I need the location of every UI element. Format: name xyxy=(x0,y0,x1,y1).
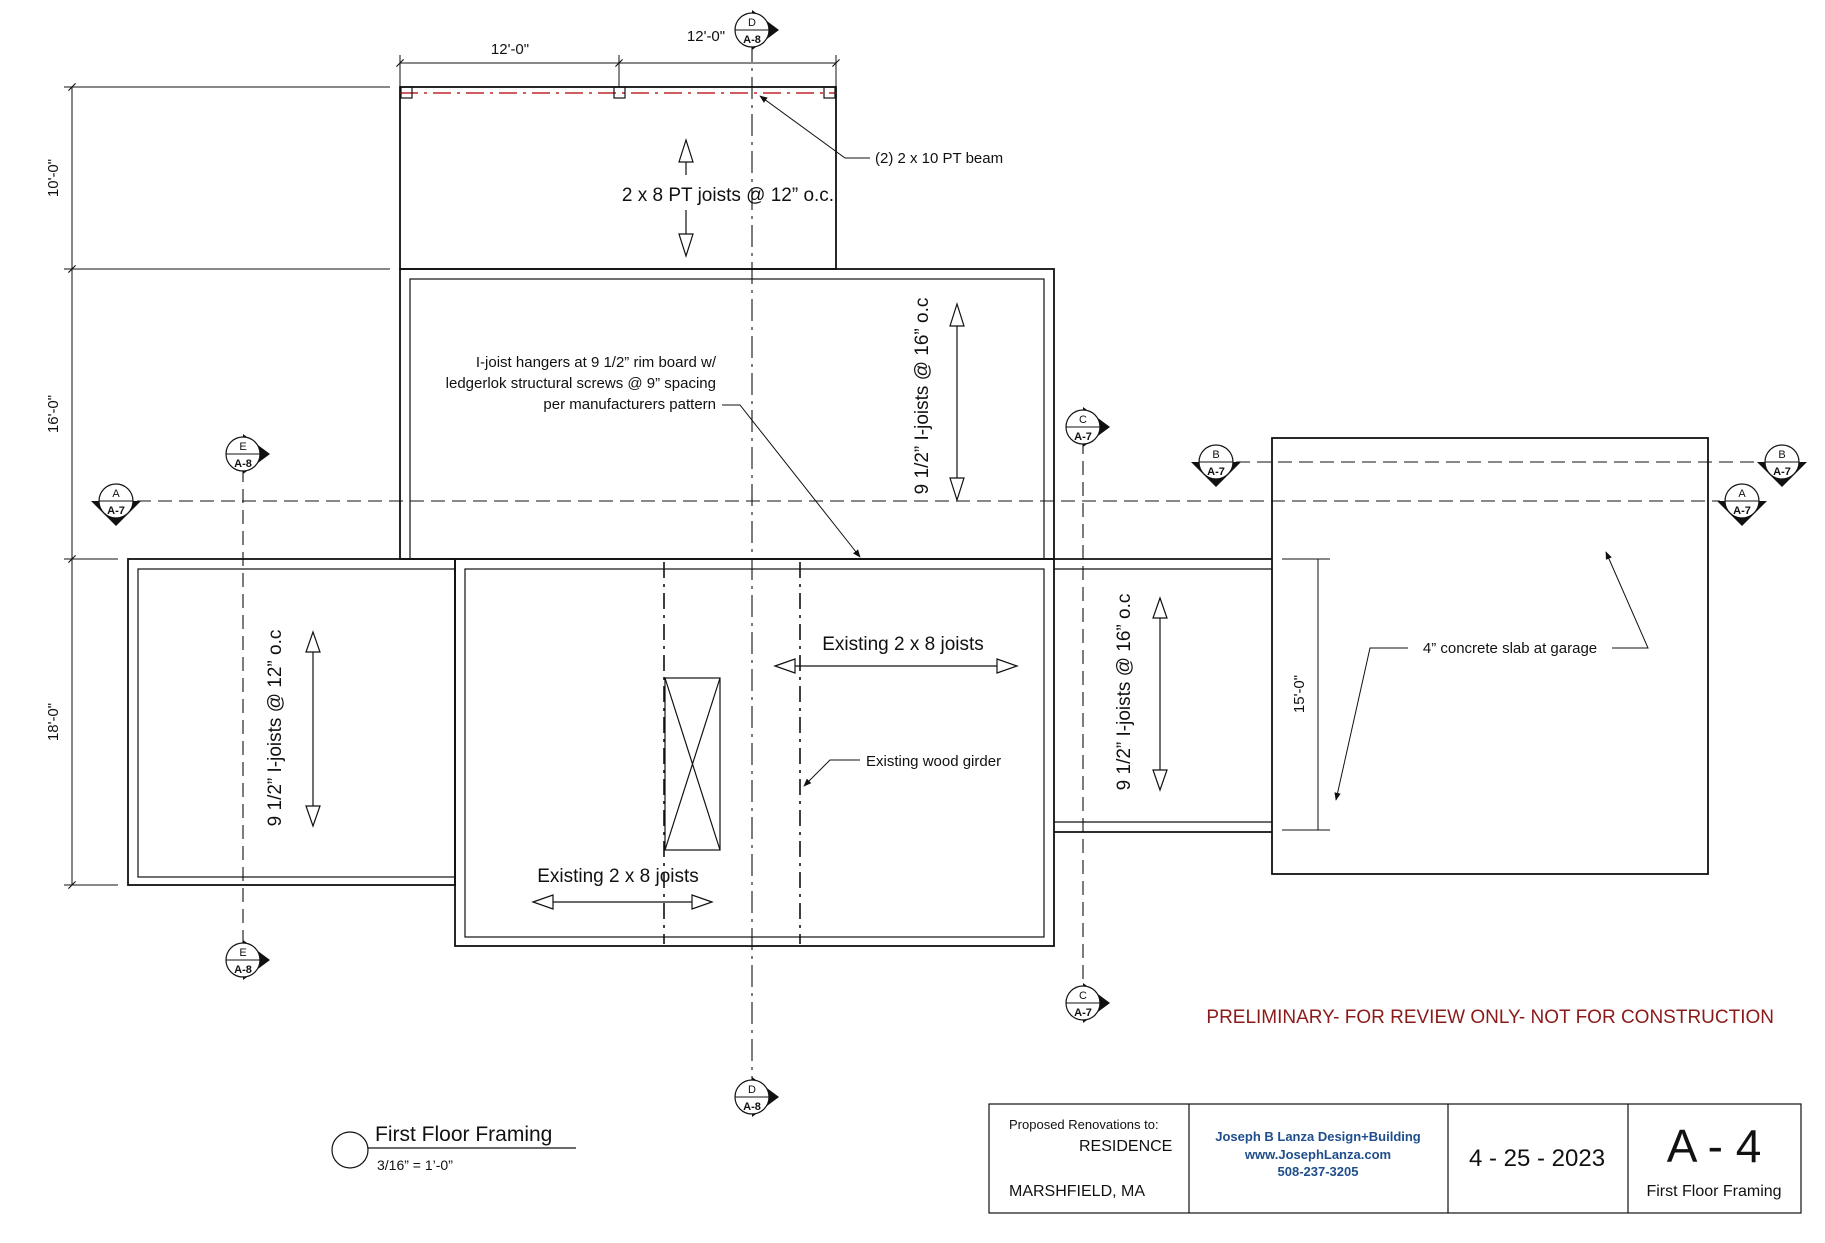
section-tag-letter: E xyxy=(239,441,246,453)
section-tag-letter: D xyxy=(748,17,756,29)
section-tag-c: C A-7 xyxy=(1065,407,1110,447)
beam-post xyxy=(823,86,836,99)
connector-joist-label: 9 1/2” I-joists @ 16” o.c xyxy=(1114,594,1135,791)
beam-note-text: (2) 2 x 10 PT beam xyxy=(875,150,1003,167)
preliminary-notice: PRELIMINARY- FOR REVIEW ONLY- NOT FOR CO… xyxy=(1206,1007,1774,1028)
connector-wing xyxy=(1054,558,1272,833)
sheet-date: 4 - 25 - 2023 xyxy=(1469,1145,1605,1172)
section-tag-c: C A-7 xyxy=(1065,983,1110,1023)
addition-joist-arrow xyxy=(949,302,965,502)
section-tag-e: E A-8 xyxy=(225,434,270,474)
section-tag-sheet: A-7 xyxy=(1207,466,1225,478)
left-joist-label: 9 1/2” I-joists @ 12” o.c xyxy=(265,630,286,827)
girder-note-text: Existing wood girder xyxy=(866,753,1001,770)
section-tag-sheet: A-8 xyxy=(743,34,761,46)
section-tag-sheet: A-7 xyxy=(1733,505,1751,517)
sheet-number: A - 4 xyxy=(1667,1120,1762,1172)
dim-top-right: 12'-0" xyxy=(687,28,725,45)
section-tag-letter: E xyxy=(239,947,246,959)
section-tags: DA-8EA-8AA-7CA-7BA-7BA-7AA-7EA-8CA-7DA-8 xyxy=(91,10,1807,1117)
beam-note: (2) 2 x 10 PT beam xyxy=(759,95,1003,167)
section-tag-letter: C xyxy=(1079,414,1087,426)
garage-dimension: 15'-0" xyxy=(1282,558,1330,831)
dim-top-left: 12'-0" xyxy=(491,41,529,58)
section-tag-letter: D xyxy=(748,1084,756,1096)
chimney xyxy=(664,677,721,851)
section-tag-sheet: A-7 xyxy=(1773,466,1791,478)
drawing-title-scale: 3/16” = 1’-0” xyxy=(377,1157,453,1173)
drawing-title: First Floor Framing 3/16” = 1’-0” xyxy=(331,1123,576,1173)
section-tag-a: A A-7 xyxy=(1717,483,1767,526)
section-tag-e: E A-8 xyxy=(225,940,270,980)
section-tag-d: D A-8 xyxy=(734,10,779,50)
firm-web: www.JosephLanza.com xyxy=(1244,1147,1391,1162)
section-tag-letter: A xyxy=(1738,488,1746,500)
hangers-note-line3: per manufacturers pattern xyxy=(543,396,716,413)
title-block: Proposed Renovations to: RESIDENCE MARSH… xyxy=(988,1103,1802,1214)
existing-joist-arrow-lower xyxy=(531,894,714,910)
section-tag-sheet: A-7 xyxy=(107,505,125,517)
garage xyxy=(1271,437,1709,875)
deck-joist-label: 2 x 8 PT joists @ 12” o.c. xyxy=(622,185,834,206)
drawing-title-name: First Floor Framing xyxy=(375,1123,552,1146)
section-tag-b: B A-7 xyxy=(1757,444,1807,487)
project-location: MARSHFIELD, MA xyxy=(1009,1183,1145,1200)
rear-deck xyxy=(399,86,837,270)
dim-left-bottom: 18'-0" xyxy=(45,703,62,741)
left-wing xyxy=(127,558,456,886)
left-joist-arrow xyxy=(305,630,321,828)
left-dimension-string: 10'-0" 16'-0" 18'-0" xyxy=(45,86,390,886)
sheet-title: First Floor Framing xyxy=(1646,1183,1781,1200)
firm-name: Joseph B Lanza Design+Building xyxy=(1215,1129,1421,1144)
section-tag-letter: A xyxy=(112,488,120,500)
drawing-title-circle xyxy=(331,1131,369,1169)
section-tag-b: B A-7 xyxy=(1191,444,1241,487)
slab-note: 4” concrete slab at garage xyxy=(1334,551,1649,801)
dim-garage: 15'-0" xyxy=(1291,675,1308,713)
section-tag-letter: B xyxy=(1212,449,1219,461)
section-tag-letter: B xyxy=(1778,449,1785,461)
hangers-note: I-joist hangers at 9 1/2” rim board w/ l… xyxy=(446,354,861,558)
project-label: Proposed Renovations to: xyxy=(1009,1117,1159,1132)
section-tag-a: A A-7 xyxy=(91,483,141,526)
dim-left-top: 10'-0" xyxy=(45,159,62,197)
project-name: RESIDENCE xyxy=(1079,1138,1172,1155)
connector-joist-arrow xyxy=(1152,596,1168,792)
section-tag-sheet: A-7 xyxy=(1074,431,1092,443)
girder-note: Existing wood girder xyxy=(803,753,1001,787)
deck-joist-arrow xyxy=(678,138,694,258)
beam-post xyxy=(400,86,413,99)
existing-joist-arrow-upper xyxy=(773,658,1019,674)
section-tag-sheet: A-7 xyxy=(1074,1007,1092,1019)
top-dimension-string: 12'-0" 12'-0" xyxy=(396,28,840,87)
existing-joist-label-lower: Existing 2 x 8 joists xyxy=(537,866,699,887)
section-tag-d: D A-8 xyxy=(734,1077,779,1117)
section-tag-sheet: A-8 xyxy=(234,458,252,470)
slab-note-text: 4” concrete slab at garage xyxy=(1423,640,1597,657)
section-tag-sheet: A-8 xyxy=(743,1101,761,1113)
section-tag-letter: C xyxy=(1079,990,1087,1002)
firm-phone: 508-237-3205 xyxy=(1278,1164,1359,1179)
section-tag-sheet: A-8 xyxy=(234,964,252,976)
hangers-note-line1: I-joist hangers at 9 1/2” rim board w/ xyxy=(476,354,717,371)
existing-house xyxy=(454,558,1055,947)
addition-joist-label: 9 1/2” I-joists @ 16” o.c xyxy=(912,298,933,495)
dim-left-mid: 16'-0" xyxy=(45,395,62,433)
existing-joist-label-upper: Existing 2 x 8 joists xyxy=(822,634,984,655)
hangers-note-line2: ledgerlok structural screws @ 9” spacing xyxy=(446,375,716,392)
